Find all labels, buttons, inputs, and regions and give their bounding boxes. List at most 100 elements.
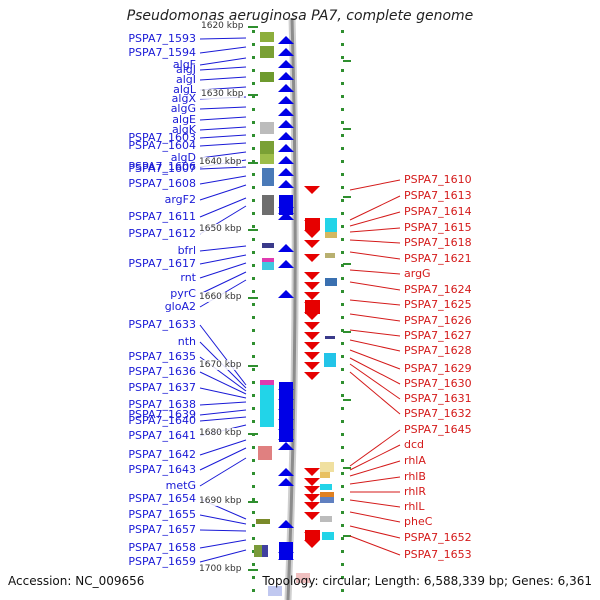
- track-dot-right: [341, 199, 344, 202]
- kbp-tick-label: 1660 kbp: [198, 292, 243, 302]
- right-leader-line: [349, 251, 401, 260]
- track-dot-left: [252, 576, 255, 579]
- map-title: Pseudomonas aeruginosa PA7, complete gen…: [126, 8, 474, 24]
- track-dot-right: [341, 121, 344, 124]
- track-dot-left: [252, 329, 255, 332]
- left-leader-line: [199, 401, 247, 406]
- left-gene-label: PSPA7_1612: [128, 227, 196, 240]
- right-gene-label: PSPA7_1626: [404, 314, 472, 327]
- left-leader-line: [199, 324, 247, 386]
- feature-box: [260, 32, 274, 42]
- track-dot-right: [341, 407, 344, 410]
- left-leader-line: [199, 142, 247, 147]
- reverse-gene-arrow: [304, 502, 320, 510]
- left-gene-label: PSPA7_1606: [128, 160, 196, 173]
- right-gene-label: PSPA7_1632: [404, 407, 472, 420]
- reverse-gene-arrow: [304, 478, 320, 486]
- kbp-tick-label: 1690 kbp: [198, 496, 243, 506]
- track-dot-right: [341, 108, 344, 111]
- right-leader-line: [349, 349, 401, 370]
- right-leader-line: [349, 535, 401, 556]
- track-dot-right: [341, 381, 344, 384]
- forward-gene-arrow: [278, 180, 294, 188]
- right-gene-label: PSPA7_1625: [404, 298, 472, 311]
- right-leader-line: [349, 339, 401, 352]
- feature-box: [260, 154, 274, 164]
- track-dot-right: [341, 446, 344, 449]
- feature-box: [325, 218, 337, 232]
- left-leader-line: [199, 271, 247, 295]
- track-dot-right: [341, 433, 344, 436]
- track-dot-left: [252, 511, 255, 514]
- forward-gene-arrow: [278, 84, 294, 92]
- track-dot-right: [341, 485, 344, 488]
- left-gene-label: PSPA7_1638: [128, 398, 196, 411]
- right-leader-line: [349, 363, 401, 400]
- forward-gene-arrow: [278, 168, 294, 176]
- feature-box: [256, 519, 270, 524]
- left-leader-line: [199, 409, 247, 416]
- feature-box: [260, 122, 274, 134]
- right-leader-line: [349, 525, 401, 539]
- left-leader-line: [199, 106, 247, 110]
- reverse-gene-arrow: [304, 468, 320, 476]
- track-dot-right: [341, 264, 344, 267]
- track-dot-right: [341, 576, 344, 579]
- left-gene-label: PSPA7_1603: [128, 131, 196, 144]
- reverse-gene-arrow: [304, 540, 320, 548]
- left-gene-label: algX: [171, 92, 196, 105]
- feature-box: [320, 516, 332, 522]
- track-dot-left: [252, 407, 255, 410]
- forward-gene-arrow: [278, 520, 294, 528]
- feature-box: [258, 446, 272, 460]
- reverse-gene-arrow: [304, 292, 320, 300]
- left-gene-label: PSPA7_1635: [128, 350, 196, 363]
- forward-gene-arrow: [278, 132, 294, 140]
- track-dot-right: [341, 147, 344, 150]
- left-gene-label: pyrC: [170, 287, 196, 300]
- left-gene-label: PSPA7_1633: [128, 318, 196, 331]
- track-dot-left: [252, 368, 255, 371]
- track-dot-left: [252, 303, 255, 306]
- track-dot-right: [341, 173, 344, 176]
- track-dot-left: [252, 69, 255, 72]
- left-gene-label: PSPA7_1604: [128, 139, 196, 152]
- right-gene-label: PSPA7_1631: [404, 392, 472, 405]
- track-dot-left: [252, 498, 255, 501]
- left-gene-label: algD: [170, 151, 196, 164]
- topology-text: Topology: circular; Length: 6,588,339 bp…: [262, 574, 592, 588]
- track-dot-right: [341, 251, 344, 254]
- reverse-gene-arrow: [304, 282, 320, 290]
- track-dot-right: [341, 472, 344, 475]
- accession-text: Accession: NC_009656: [8, 574, 145, 588]
- left-leader-line: [199, 175, 247, 185]
- left-leader-line: [199, 245, 247, 252]
- track-dot-right: [341, 160, 344, 163]
- left-leader-line: [199, 116, 247, 121]
- track-dot-right: [341, 303, 344, 306]
- right-leader-line: [349, 179, 401, 191]
- reverse-gene-arrow: [304, 332, 320, 340]
- feature-box: [320, 484, 332, 490]
- feature-box: [262, 243, 274, 248]
- feature-box: [320, 492, 334, 497]
- left-leader-line: [199, 126, 247, 131]
- feature-box: [260, 385, 274, 427]
- left-gene-label: PSPA7_1611: [128, 210, 196, 223]
- track-dot-left: [252, 537, 255, 540]
- track-dot-right: [341, 30, 344, 33]
- track-dot-left: [252, 199, 255, 202]
- reverse-gene-arrow: [304, 512, 320, 520]
- forward-gene-arrow: [278, 442, 294, 450]
- feature-box: [320, 472, 330, 478]
- left-gene-label: PSPA7_1659: [128, 555, 196, 568]
- track-dot-right: [341, 498, 344, 501]
- track-dot-right: [341, 316, 344, 319]
- left-leader-line: [199, 134, 247, 139]
- forward-gene-block: [279, 195, 293, 215]
- track-dot-right: [341, 82, 344, 85]
- reverse-gene-block: [305, 300, 320, 314]
- reverse-gene-block: [305, 218, 320, 230]
- track-dot-left: [252, 108, 255, 111]
